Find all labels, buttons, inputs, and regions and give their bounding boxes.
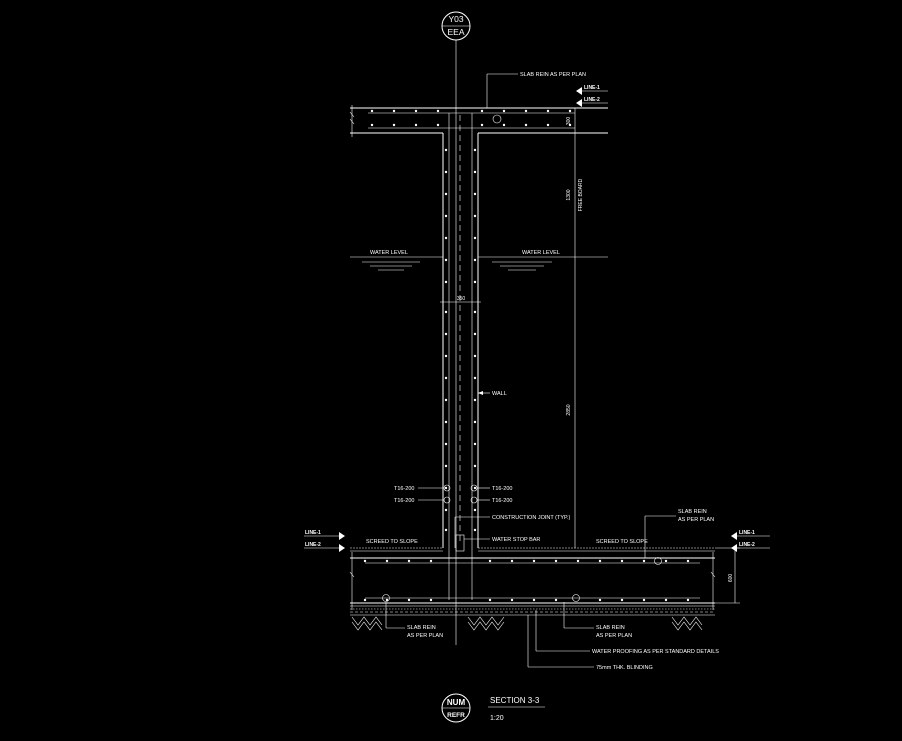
slab-rein-top-label: SLAB REIN AS PER PLAN: [520, 72, 586, 78]
level-1-left: LINE-1: [305, 530, 321, 536]
grid-bubble-bottom: EEA: [447, 27, 464, 37]
dim-600: 600: [728, 574, 734, 583]
slab-rein-marker-right: [654, 557, 662, 565]
slab-rein-marker-bot-right: [572, 594, 580, 602]
slab-rein-marker-bot-left: [382, 594, 390, 602]
slab-rein-bot-left-2: AS PER PLAN: [407, 633, 443, 639]
top-slab-rebar-dots: [370, 109, 572, 127]
grid-bubble-top: Y03: [448, 14, 463, 24]
water-level-right-label: WATER LEVEL: [522, 250, 560, 256]
slab-rein-marker-top: [492, 114, 502, 124]
title-bubble-bottom: REFR: [447, 712, 465, 719]
slab-rein-bot-right-1: SLAB REIN: [596, 625, 625, 631]
water-level-right: WATER LEVEL: [478, 250, 608, 271]
level-markers-top: LINE-1 LINE-2: [576, 85, 608, 107]
section-title: SECTION 3-3: [490, 696, 540, 705]
water-level-left: WATER LEVEL: [350, 250, 443, 271]
wall: [442, 113, 479, 600]
base-slab: [349, 552, 716, 610]
base-slab-rebar-dots: [363, 559, 690, 602]
earth-hatch: [351, 616, 703, 631]
wall-label: WALL: [492, 391, 507, 397]
level-2-right: LINE-2: [739, 542, 755, 548]
water-level-left-label: WATER LEVEL: [370, 250, 408, 256]
title-bubble-top: NUM: [447, 698, 466, 707]
section-scale: 1:20: [490, 715, 504, 722]
level-1-top: LINE-1: [584, 85, 600, 91]
slab-rein-bot-right-2: AS PER PLAN: [596, 633, 632, 639]
screed-right-label: SCREED TO SLOPE: [596, 539, 648, 545]
t16-right-1: T16-200: [492, 486, 513, 492]
level-markers-left: LINE-1 LINE-2: [304, 530, 345, 552]
slab-rein-bot-left-1: SLAB REIN: [407, 625, 436, 631]
t16-left-1: T16-200: [394, 486, 415, 492]
t16-callouts: T16-200 T16-200 T16-200 T16-200: [394, 484, 513, 504]
blinding-label: 75mm THK. BLINDING: [596, 665, 653, 671]
slab-rein-right-2: AS PER PLAN: [678, 517, 714, 523]
level-2-top: LINE-2: [584, 97, 600, 103]
title-block: NUM REFR SECTION 3-3 1:20: [441, 693, 545, 723]
screed-left-label: SCREED TO SLOPE: [366, 539, 418, 545]
water-proofing-label: WATER PROOFING AS PER STANDARD DETAILS: [592, 649, 719, 655]
t16-right-2: T16-200: [492, 498, 513, 504]
dim-350: 350: [457, 296, 466, 302]
water-stop-bar-label: WATER STOP BAR: [492, 537, 540, 543]
level-1-right: LINE-1: [739, 530, 755, 536]
level-markers-right: LINE-1 LINE-2: [731, 530, 770, 552]
free-board-label: FREE BOARD: [578, 178, 584, 211]
t16-left-2: T16-200: [394, 498, 415, 504]
water-stop-bar: [455, 534, 465, 552]
construction-joint-label: CONSTRUCTION JOINT (TYP.): [492, 515, 570, 521]
wall-rebar-dots: [444, 148, 477, 532]
slab-rein-right-1: SLAB REIN: [678, 509, 707, 515]
dim-300-top: 300: [566, 117, 572, 126]
dim-1300: 1300: [566, 189, 572, 200]
blinding-layer: [350, 605, 715, 616]
level-2-left: LINE-2: [305, 542, 321, 548]
dim-2850: 2850: [566, 404, 572, 415]
grid-bubble: Y03 EEA: [441, 11, 471, 41]
